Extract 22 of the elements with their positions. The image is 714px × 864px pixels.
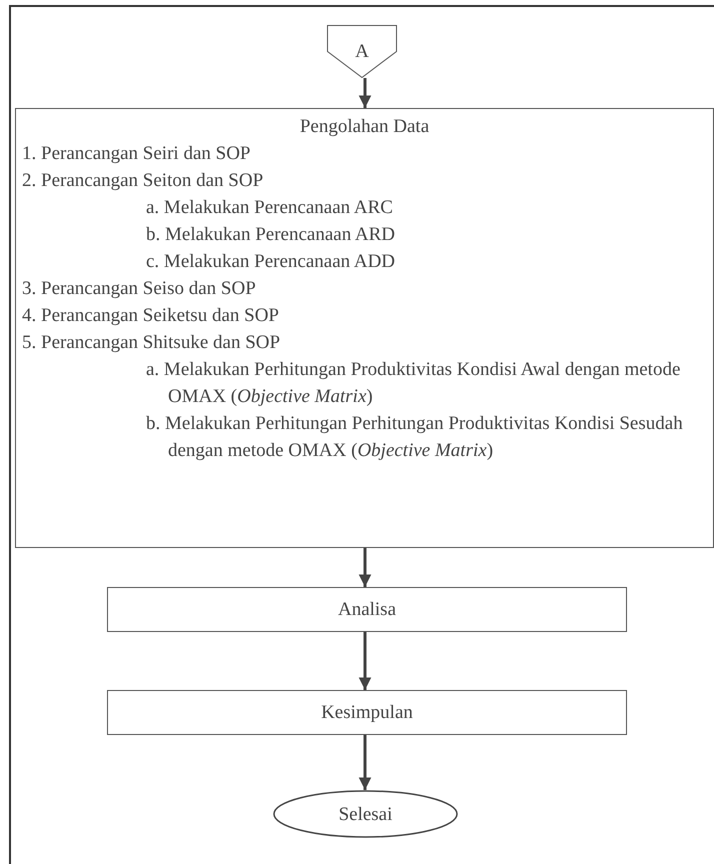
step-text: 4. Perancangan Seiketsu dan SOP (22, 304, 280, 328)
sub-step-text: a. Melakukan Perencanaan ARC (146, 196, 394, 220)
arrow (358, 78, 372, 108)
process-box (15, 108, 714, 548)
terminator-label: Selesai (338, 802, 392, 826)
section-heading: Pengolahan Data (300, 115, 430, 139)
step-text: 2. Perancangan Seiton dan SOP (22, 169, 264, 193)
sub-step-text: a. Melakukan Perhitungan Produktivitas Kondisi Awal dengan metode OMAX (Objective Matrix) (146, 358, 682, 409)
sub-step-text: b. Melakukan Perhitungan Perhitungan Produktivitas Kondisi Sesudah dengan metode OMAX (Objective Matrix) (146, 412, 684, 463)
process-box (107, 690, 627, 735)
arrow (358, 548, 372, 587)
step-text: 3. Perancangan Seiso dan SOP (22, 277, 257, 301)
process-label: Analisa (338, 598, 396, 622)
step-text: 1. Perancangan Seiri dan SOP (22, 142, 252, 166)
sub-step-text: b. Melakukan Perencanaan ARD (146, 223, 396, 247)
step-text: 5. Perancangan Shitsuke dan SOP (22, 331, 282, 355)
process-label: Kesimpulan (321, 701, 413, 725)
sub-step-text: c. Melakukan Perencanaan ADD (146, 250, 396, 274)
process-box (107, 587, 627, 632)
connector-label: A (355, 40, 369, 64)
arrow (358, 735, 372, 790)
arrow (358, 632, 372, 690)
